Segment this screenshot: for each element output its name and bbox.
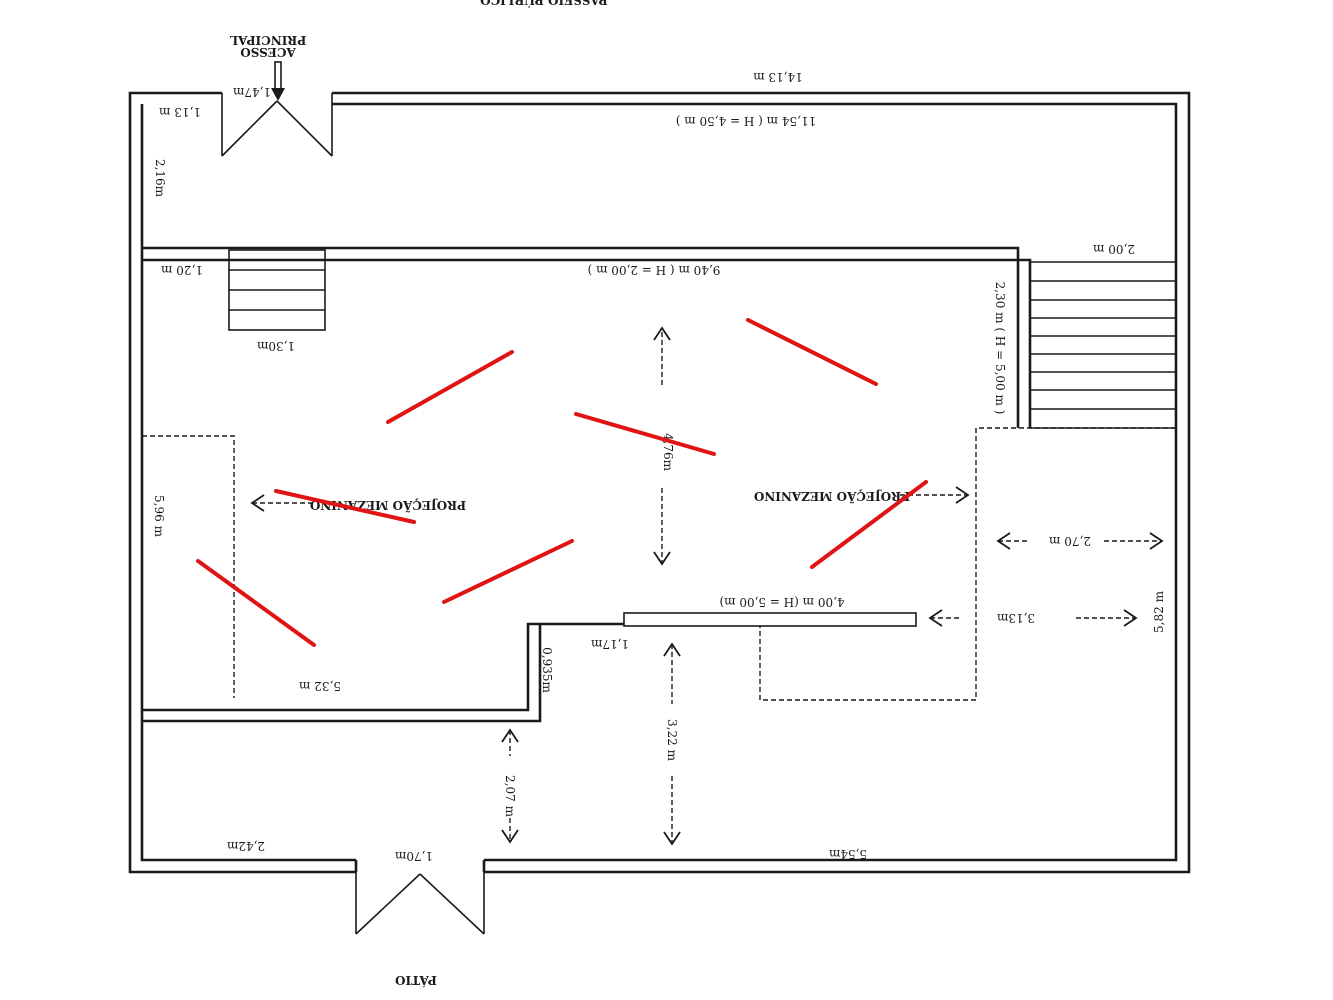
red-mark bbox=[574, 412, 716, 456]
label-top-street: PASSEIO PÚBLICO bbox=[480, 0, 608, 9]
dim-5-96: 5,96 m bbox=[152, 495, 166, 538]
dim-0-935: 0,935m bbox=[540, 647, 554, 693]
patio-door bbox=[355, 872, 485, 935]
internal-walls bbox=[142, 246, 1176, 723]
small-stair bbox=[228, 249, 326, 331]
dim-2-30: 2,30 m ( H = 5,00 m ) bbox=[993, 282, 1007, 415]
plan-labels: PASSEIO PÚBLICO ACESSO PRINCIPAL PÁTIO P… bbox=[152, 0, 1166, 988]
dim-2-42: 2,42m bbox=[226, 839, 265, 853]
dim-3-13: 3,13m bbox=[996, 611, 1035, 625]
outer-walls bbox=[128, 91, 1191, 874]
main-entrance-door bbox=[221, 93, 333, 157]
dimension-arrows bbox=[250, 326, 1164, 846]
label-patio: PÁTIO bbox=[395, 973, 437, 988]
dim-11-54: 11,54 m ( H = 4,50 m ) bbox=[676, 114, 816, 128]
label-access-principal: PRINCIPAL bbox=[229, 33, 306, 47]
red-mark bbox=[442, 539, 574, 604]
dim-4-00: 4,00 m (H = 5,00 m) bbox=[719, 595, 844, 609]
red-mark bbox=[746, 318, 878, 386]
red-mark bbox=[196, 559, 316, 647]
dim-5-82: 5,82 m bbox=[1152, 590, 1166, 633]
label-access: ACESSO bbox=[240, 45, 297, 59]
dim-1-13: 1,13 m bbox=[158, 105, 201, 119]
dim-2-07: 2,07 m bbox=[503, 775, 517, 818]
dim-1-47: 1,47m bbox=[232, 85, 271, 99]
dim-9-40: 9,40 m ( H = 2,00 m ) bbox=[588, 263, 721, 277]
dim-3-22: 3,22 m bbox=[665, 719, 679, 762]
red-mark bbox=[274, 489, 416, 524]
dim-1-30: 1,30m bbox=[256, 339, 295, 353]
red-mark bbox=[810, 480, 928, 569]
dim-1-20: 1,20 m bbox=[160, 263, 203, 277]
dim-5-32: 5,32 m bbox=[298, 679, 341, 693]
label-projection-right: PROJEÇÃO MEZANINO bbox=[754, 489, 910, 504]
dim-1-17: 1,17m bbox=[590, 637, 629, 651]
red-mark bbox=[386, 350, 514, 424]
dim-2-00: 2,00 m bbox=[1092, 242, 1135, 256]
dim-2-70: 2,70 m bbox=[1048, 534, 1091, 548]
red-marks bbox=[196, 318, 928, 647]
access-arrow-icon bbox=[271, 61, 285, 101]
dim-5-54: 5,54m bbox=[828, 847, 867, 861]
dim-1-70: 1,70m bbox=[394, 849, 433, 863]
dim-2-16: 2,16m bbox=[153, 159, 167, 198]
large-stair bbox=[1030, 261, 1176, 429]
dim-14-13: 14,13 m bbox=[753, 70, 803, 84]
